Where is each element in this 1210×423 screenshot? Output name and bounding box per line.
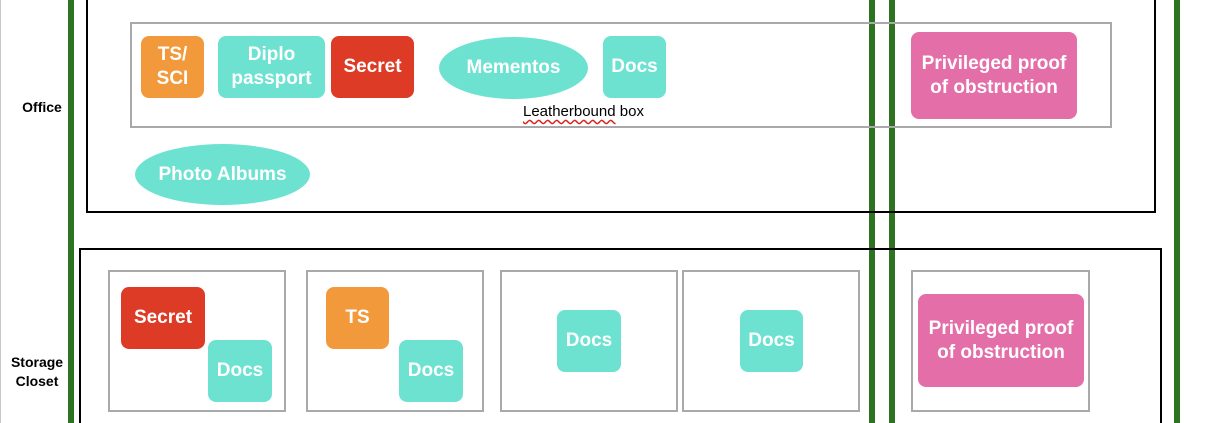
privileged-proof-tag-storage: Privileged proof of obstruction <box>918 294 1084 387</box>
caption-word: Leatherbound <box>523 103 616 120</box>
ts-tag-box2: TS <box>326 287 389 349</box>
storage-box-2 <box>306 270 484 412</box>
diplo-passport-tag: Diplo passport <box>218 36 325 98</box>
storage-box-4 <box>682 270 860 412</box>
docs-tag-box3: Docs <box>557 310 621 372</box>
storage-box-1 <box>108 270 286 412</box>
docs-tag-box2: Docs <box>399 340 463 402</box>
secret-tag-box1: Secret <box>121 287 205 349</box>
docs-tag-box4: Docs <box>740 310 803 372</box>
storage-box-3 <box>500 270 678 412</box>
secret-tag: Secret <box>331 36 414 98</box>
row-label-office: Office <box>22 99 62 115</box>
mementos-oval: Mementos <box>439 37 588 99</box>
column-divider-right <box>1174 0 1180 423</box>
row-label-storage-closet: Storage Closet <box>10 354 64 389</box>
leatherbound-box-caption: Leatherbound box <box>523 103 644 120</box>
photo-albums-oval: Photo Albums <box>135 144 310 205</box>
docs-tag-box1: Docs <box>208 340 272 402</box>
ts-sci-tag: TS/ SCI <box>141 36 204 98</box>
office-frame <box>86 0 1156 213</box>
storage-closet-frame <box>79 248 1162 423</box>
caption-rest: box <box>615 103 644 120</box>
privileged-proof-tag-office: Privileged proof of obstruction <box>911 32 1077 119</box>
left-edge-line <box>0 0 1 423</box>
docs-tag: Docs <box>603 36 666 98</box>
column-divider-left <box>68 0 74 423</box>
leatherbound-box <box>130 22 1112 128</box>
storage-privileged-box <box>911 270 1090 412</box>
